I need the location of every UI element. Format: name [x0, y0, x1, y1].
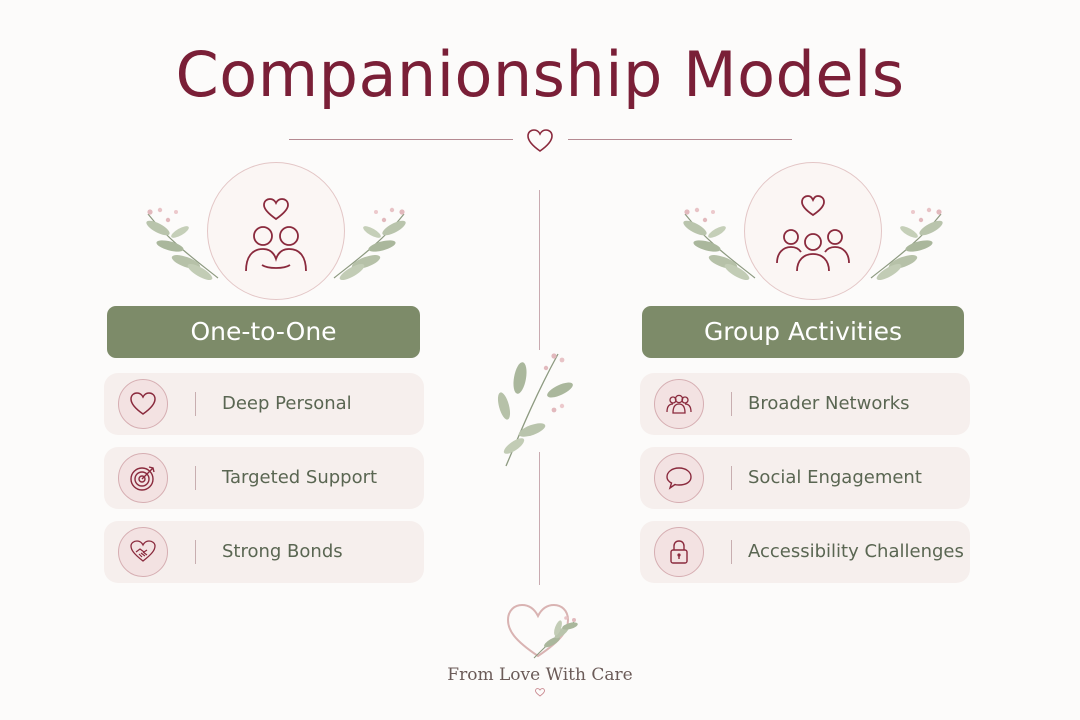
- two-people-heart-icon: [245, 198, 307, 272]
- list-item: Social Engagement: [640, 447, 970, 509]
- icon-badge: [118, 379, 168, 429]
- title-divider-right: [568, 139, 792, 140]
- group-activities-heading: Group Activities: [642, 306, 964, 358]
- icon-badge: [654, 527, 704, 577]
- title-divider-left: [289, 139, 513, 140]
- group-activities-emblem: [637, 160, 967, 305]
- target-icon: [130, 466, 155, 491]
- center-divider-top: [539, 190, 540, 350]
- divider: [195, 540, 196, 564]
- list-item: Broader Networks: [640, 373, 970, 435]
- icon-badge: [118, 527, 168, 577]
- one-to-one-emblem: [100, 160, 430, 305]
- emblem-circle: [744, 162, 882, 300]
- page-title: Companionship Models: [175, 38, 905, 111]
- item-label: Deep Personal: [222, 393, 352, 414]
- lock-icon: [670, 540, 688, 564]
- heart-icon: [527, 129, 553, 152]
- icon-badge: [118, 453, 168, 503]
- one-to-one-heading: One-to-One: [107, 306, 420, 358]
- list-item: Targeted Support: [104, 447, 424, 509]
- group-heart-icon: [776, 195, 850, 272]
- icon-badge: [654, 453, 704, 503]
- brand-logo: [506, 603, 578, 659]
- item-label: Social Engagement: [748, 467, 922, 488]
- item-label: Accessibility Challenges: [748, 541, 964, 562]
- center-divider-bottom: [539, 452, 540, 585]
- one-to-one-column: One-to-One Deep Personal Targeted Suppor…: [100, 160, 430, 583]
- footer-brand: From Love With Care: [447, 665, 633, 685]
- handshake-icon: [130, 540, 156, 562]
- divider: [731, 540, 732, 564]
- emblem-circle: [207, 162, 345, 300]
- item-label: Strong Bonds: [222, 541, 343, 562]
- group-icon: [666, 394, 692, 414]
- divider: [195, 392, 196, 416]
- list-item: Strong Bonds: [104, 521, 424, 583]
- leaf-sprig-icon: [497, 353, 573, 467]
- divider: [731, 466, 732, 490]
- icon-badge: [654, 379, 704, 429]
- divider: [731, 392, 732, 416]
- item-label: Targeted Support: [222, 467, 378, 488]
- list-item: Deep Personal: [104, 373, 424, 435]
- group-activities-column: Group Activities Broader Networks Social…: [637, 160, 970, 583]
- list-item: Accessibility Challenges: [640, 521, 970, 583]
- heart-icon: [130, 392, 156, 415]
- small-heart-icon: [535, 688, 545, 697]
- speech-bubble-icon: [666, 467, 692, 490]
- item-label: Broader Networks: [748, 393, 910, 414]
- divider: [195, 466, 196, 490]
